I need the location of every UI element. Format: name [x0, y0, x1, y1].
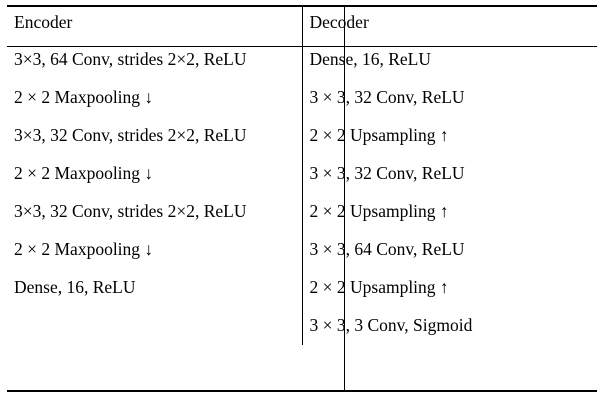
decoder-layer: 2 × 2 Upsampling ↑ — [301, 193, 597, 231]
table-bottom-rule — [7, 390, 597, 392]
table-column-divider — [344, 5, 346, 391]
encoder-layer: 3×3, 32 Conv, strides 2×2, ReLU — [14, 125, 247, 146]
encoder-layer: 3×3, 64 Conv, strides 2×2, ReLU — [14, 49, 247, 70]
column-header-encoder: Encoder — [14, 12, 73, 33]
encoder-layer: 2 × 2 Maxpooling ↓ — [14, 163, 154, 184]
table-row: 3 × 3, 3 Conv, Sigmoid — [7, 307, 597, 345]
decoder-layer: 2 × 2 Upsampling ↑ — [301, 117, 597, 155]
table-row: 2 × 2 Maxpooling ↓ 3 × 3, 32 Conv, ReLU — [7, 79, 597, 117]
decoder-layer: 2 × 2 Upsampling ↑ — [301, 269, 597, 307]
table-header-row: Encoder Decoder — [7, 5, 597, 41]
encoder-layer: 2 × 2 Maxpooling ↓ — [14, 87, 154, 108]
encoder-layer: 2 × 2 Maxpooling ↓ — [14, 239, 154, 260]
encoder-layer: 3×3, 32 Conv, strides 2×2, ReLU — [14, 201, 247, 222]
table-row: 3×3, 32 Conv, strides 2×2, ReLU 2 × 2 Up… — [7, 193, 597, 231]
decoder-layer: 3 × 3, 64 Conv, ReLU — [301, 231, 597, 269]
table-row: 3×3, 32 Conv, strides 2×2, ReLU 2 × 2 Up… — [7, 117, 597, 155]
decoder-layer: 3 × 3, 32 Conv, ReLU — [301, 79, 597, 117]
encoder-layer-empty — [7, 307, 302, 345]
decoder-layer: Dense, 16, ReLU — [301, 41, 597, 79]
table-header-rule — [7, 46, 597, 48]
decoder-layer: 3 × 3, 32 Conv, ReLU — [301, 155, 597, 193]
column-header-decoder: Decoder — [301, 5, 597, 41]
table-row: 2 × 2 Maxpooling ↓ 3 × 3, 32 Conv, ReLU — [7, 155, 597, 193]
table-row: Dense, 16, ReLU 2 × 2 Upsampling ↑ — [7, 269, 597, 307]
table-top-rule — [7, 5, 597, 7]
decoder-layer: 3 × 3, 3 Conv, Sigmoid — [301, 307, 597, 345]
table-row: 2 × 2 Maxpooling ↓ 3 × 3, 64 Conv, ReLU — [7, 231, 597, 269]
table-row: 3×3, 64 Conv, strides 2×2, ReLU Dense, 1… — [7, 41, 597, 79]
encoder-layer: Dense, 16, ReLU — [14, 277, 136, 298]
